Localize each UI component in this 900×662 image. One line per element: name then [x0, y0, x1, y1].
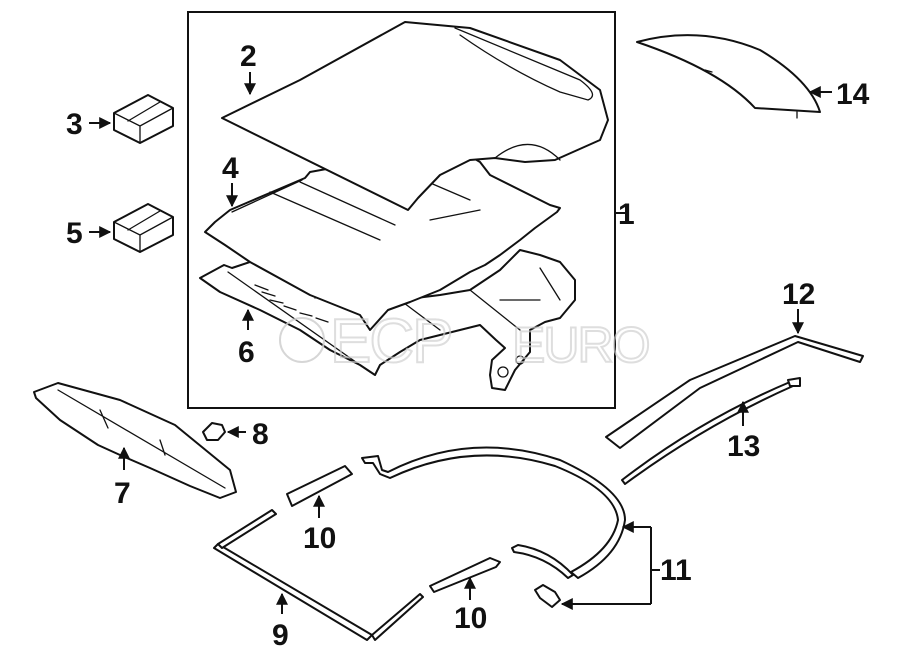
part-9-seal[interactable]	[213, 509, 424, 641]
callout-7: 7	[114, 477, 131, 510]
part-10-seal-upper[interactable]	[286, 465, 353, 507]
callout-8: 8	[252, 418, 269, 451]
part-3-kit-box[interactable]	[113, 94, 174, 144]
part-8-cap[interactable]	[202, 422, 226, 441]
callout-4: 4	[222, 152, 239, 185]
part-14-rear-window[interactable]	[636, 34, 821, 119]
part-2-top-cover[interactable]	[221, 21, 609, 211]
watermark: ECP EURO	[279, 306, 652, 377]
leader-lines	[89, 72, 832, 614]
part-12-rail[interactable]	[605, 335, 864, 449]
callout-11: 11	[660, 554, 692, 587]
callout-14: 14	[836, 78, 870, 111]
callout-13: 13	[727, 430, 760, 463]
callout-9: 9	[272, 619, 289, 652]
assembly-box	[187, 11, 616, 409]
watermark-logo: ECP	[330, 307, 451, 376]
part-7-shelf[interactable]	[33, 382, 237, 499]
callout-1: 1	[618, 198, 635, 231]
callout-3: 3	[66, 108, 83, 141]
part-5-kit-box[interactable]	[113, 203, 174, 253]
callout-10-upper: 10	[303, 522, 336, 555]
callout-6: 6	[238, 336, 255, 369]
part-11-seal[interactable]	[361, 446, 626, 608]
callout-12: 12	[782, 278, 815, 311]
callout-5: 5	[66, 217, 83, 250]
part-10-seal-lower[interactable]	[429, 557, 501, 593]
part-13-seal[interactable]	[621, 377, 801, 485]
callout-10-lower: 10	[454, 602, 487, 635]
callout-2: 2	[240, 40, 257, 73]
watermark-text: EURO	[512, 317, 649, 373]
